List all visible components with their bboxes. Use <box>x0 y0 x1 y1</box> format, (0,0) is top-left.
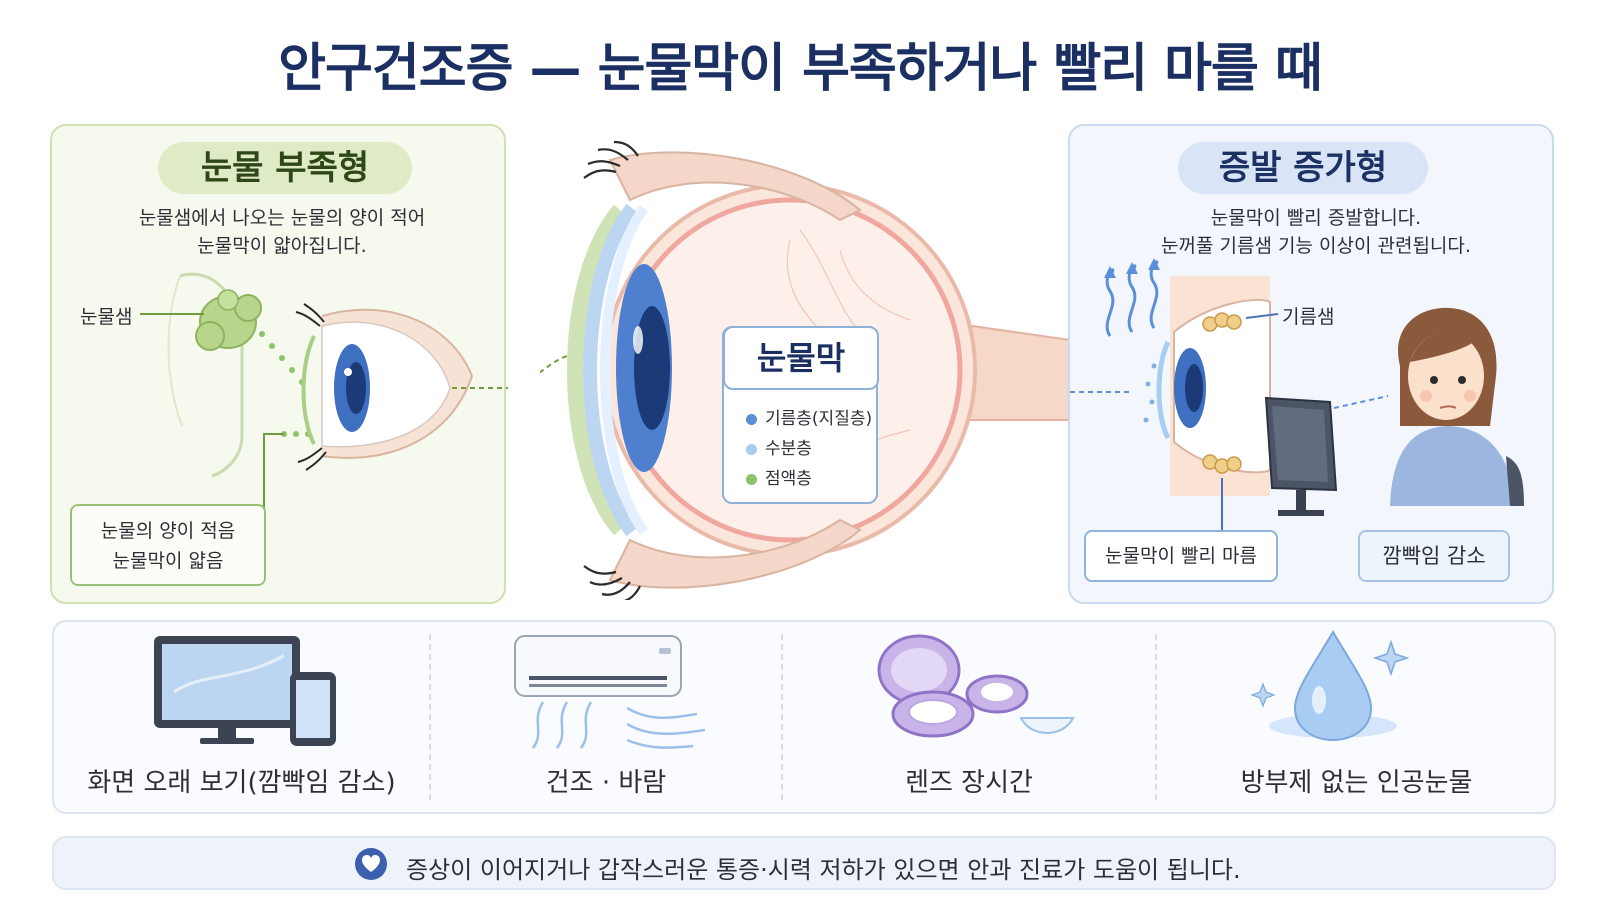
cause-item-artificial-tears: 방부제 없는 인공눈물 <box>1157 622 1556 812</box>
tear-deficiency-panel: 눈물 부족형 눈물샘에서 나오는 눈물의 양이 적어 눈물막이 얇아집니다. <box>50 124 508 604</box>
computer-monitor-icon <box>1264 396 1338 516</box>
layer-item-aqueous: 수분층 <box>746 434 812 459</box>
meibomian-gland-icon <box>1202 312 1242 474</box>
tear-deficiency-eye-illustration <box>140 272 508 529</box>
meibomian-gland-label: 기름샘 <box>1282 306 1335 328</box>
description-line: 눈물막이 얇아집니다. <box>197 235 367 257</box>
evaporative-eye-illustration <box>1070 258 1524 530</box>
tear-film-label: 눈물막 <box>723 326 879 390</box>
lacrimal-gland-label: 눈물샘 <box>80 306 133 328</box>
divider <box>781 634 783 800</box>
layer-item-mucin: 점액층 <box>746 464 812 489</box>
layer-label: 기름층(지질층) <box>765 409 873 429</box>
divider <box>1155 634 1157 800</box>
evaporative-heading: 증발 증가형 <box>1178 142 1428 194</box>
box-line: 눈물막이 얇음 <box>112 550 224 572</box>
layer-dot-icon <box>746 413 757 425</box>
cause-item-screen: 화면 오래 보기(깜빡임 감소) <box>54 622 429 812</box>
layer-dot-icon <box>746 473 757 485</box>
tear-deficiency-heading: 눈물 부족형 <box>158 142 412 194</box>
tear-deficiency-description: 눈물샘에서 나오는 눈물의 양이 적어 눈물막이 얇아집니다. <box>92 204 472 260</box>
evaporative-panel: 증발 증가형 눈물막이 빨리 증발합니다. 눈꺼풀 기름샘 기능 이상이 관련됩… <box>1068 124 1554 604</box>
advice-text: 증상이 이어지거나 갑작스러운 통증·시력 저하가 있으면 안과 진료가 도움이… <box>406 856 1241 884</box>
reduced-blinking-box: 깜빡임 감소 <box>1358 530 1510 582</box>
description-line: 눈꺼풀 기름샘 기능 이상이 관련됩니다. <box>1161 235 1471 257</box>
lacrimal-gland-icon <box>195 289 262 351</box>
layer-dot-icon <box>746 443 757 455</box>
divider <box>429 634 431 800</box>
monitor-phone-icon <box>154 636 336 746</box>
advice-notice: 증상이 이어지거나 갑작스러운 통증·시력 저하가 있으면 안과 진료가 도움이… <box>52 836 1556 890</box>
cause-item-lens: 렌즈 장시간 <box>783 622 1155 812</box>
page-title: 안구건조증 — 눈물막이 부족하거나 빨리 마를 때 <box>278 39 1323 99</box>
description-line: 눈물샘에서 나오는 눈물의 양이 적어 <box>138 207 426 229</box>
layer-item-lipid: 기름층(지질층) <box>746 404 872 429</box>
cause-label: 렌즈 장시간 <box>905 768 1033 798</box>
layer-label: 수분층 <box>765 439 812 459</box>
user-person-icon <box>1390 307 1524 506</box>
cause-item-dry-wind: 건조 · 바람 <box>431 622 781 812</box>
causes-strip: 화면 오래 보기(깜빡임 감소) 건조 · 바람 <box>52 620 1556 814</box>
tear-film-layers-card: 눈물막 기름층(지질층) 수분층 점액층 <box>722 326 879 504</box>
layer-label: 점액층 <box>765 469 812 489</box>
low-tear-volume-box: 눈물의 양이 적음 눈물막이 얇음 <box>70 504 266 586</box>
fast-drying-box: 눈물막이 빨리 마름 <box>1084 530 1278 582</box>
contact-lens-case-icon <box>877 634 1075 738</box>
air-conditioner-icon <box>514 635 706 749</box>
evaporative-description: 눈물막이 빨리 증발합니다. 눈꺼풀 기름샘 기능 이상이 관련됩니다. <box>1106 204 1526 260</box>
description-line: 눈물막이 빨리 증발합니다. <box>1210 207 1422 229</box>
cause-label: 건조 · 바람 <box>545 768 667 798</box>
water-drop-icon <box>1250 630 1410 742</box>
heart-icon <box>355 848 387 880</box>
evaporation-arrows-icon <box>1105 260 1159 337</box>
cause-label: 화면 오래 보기(깜빡임 감소) <box>87 768 396 798</box>
cause-label: 방부제 없는 인공눈물 <box>1240 768 1473 798</box>
box-line: 눈물의 양이 적음 <box>100 520 236 542</box>
